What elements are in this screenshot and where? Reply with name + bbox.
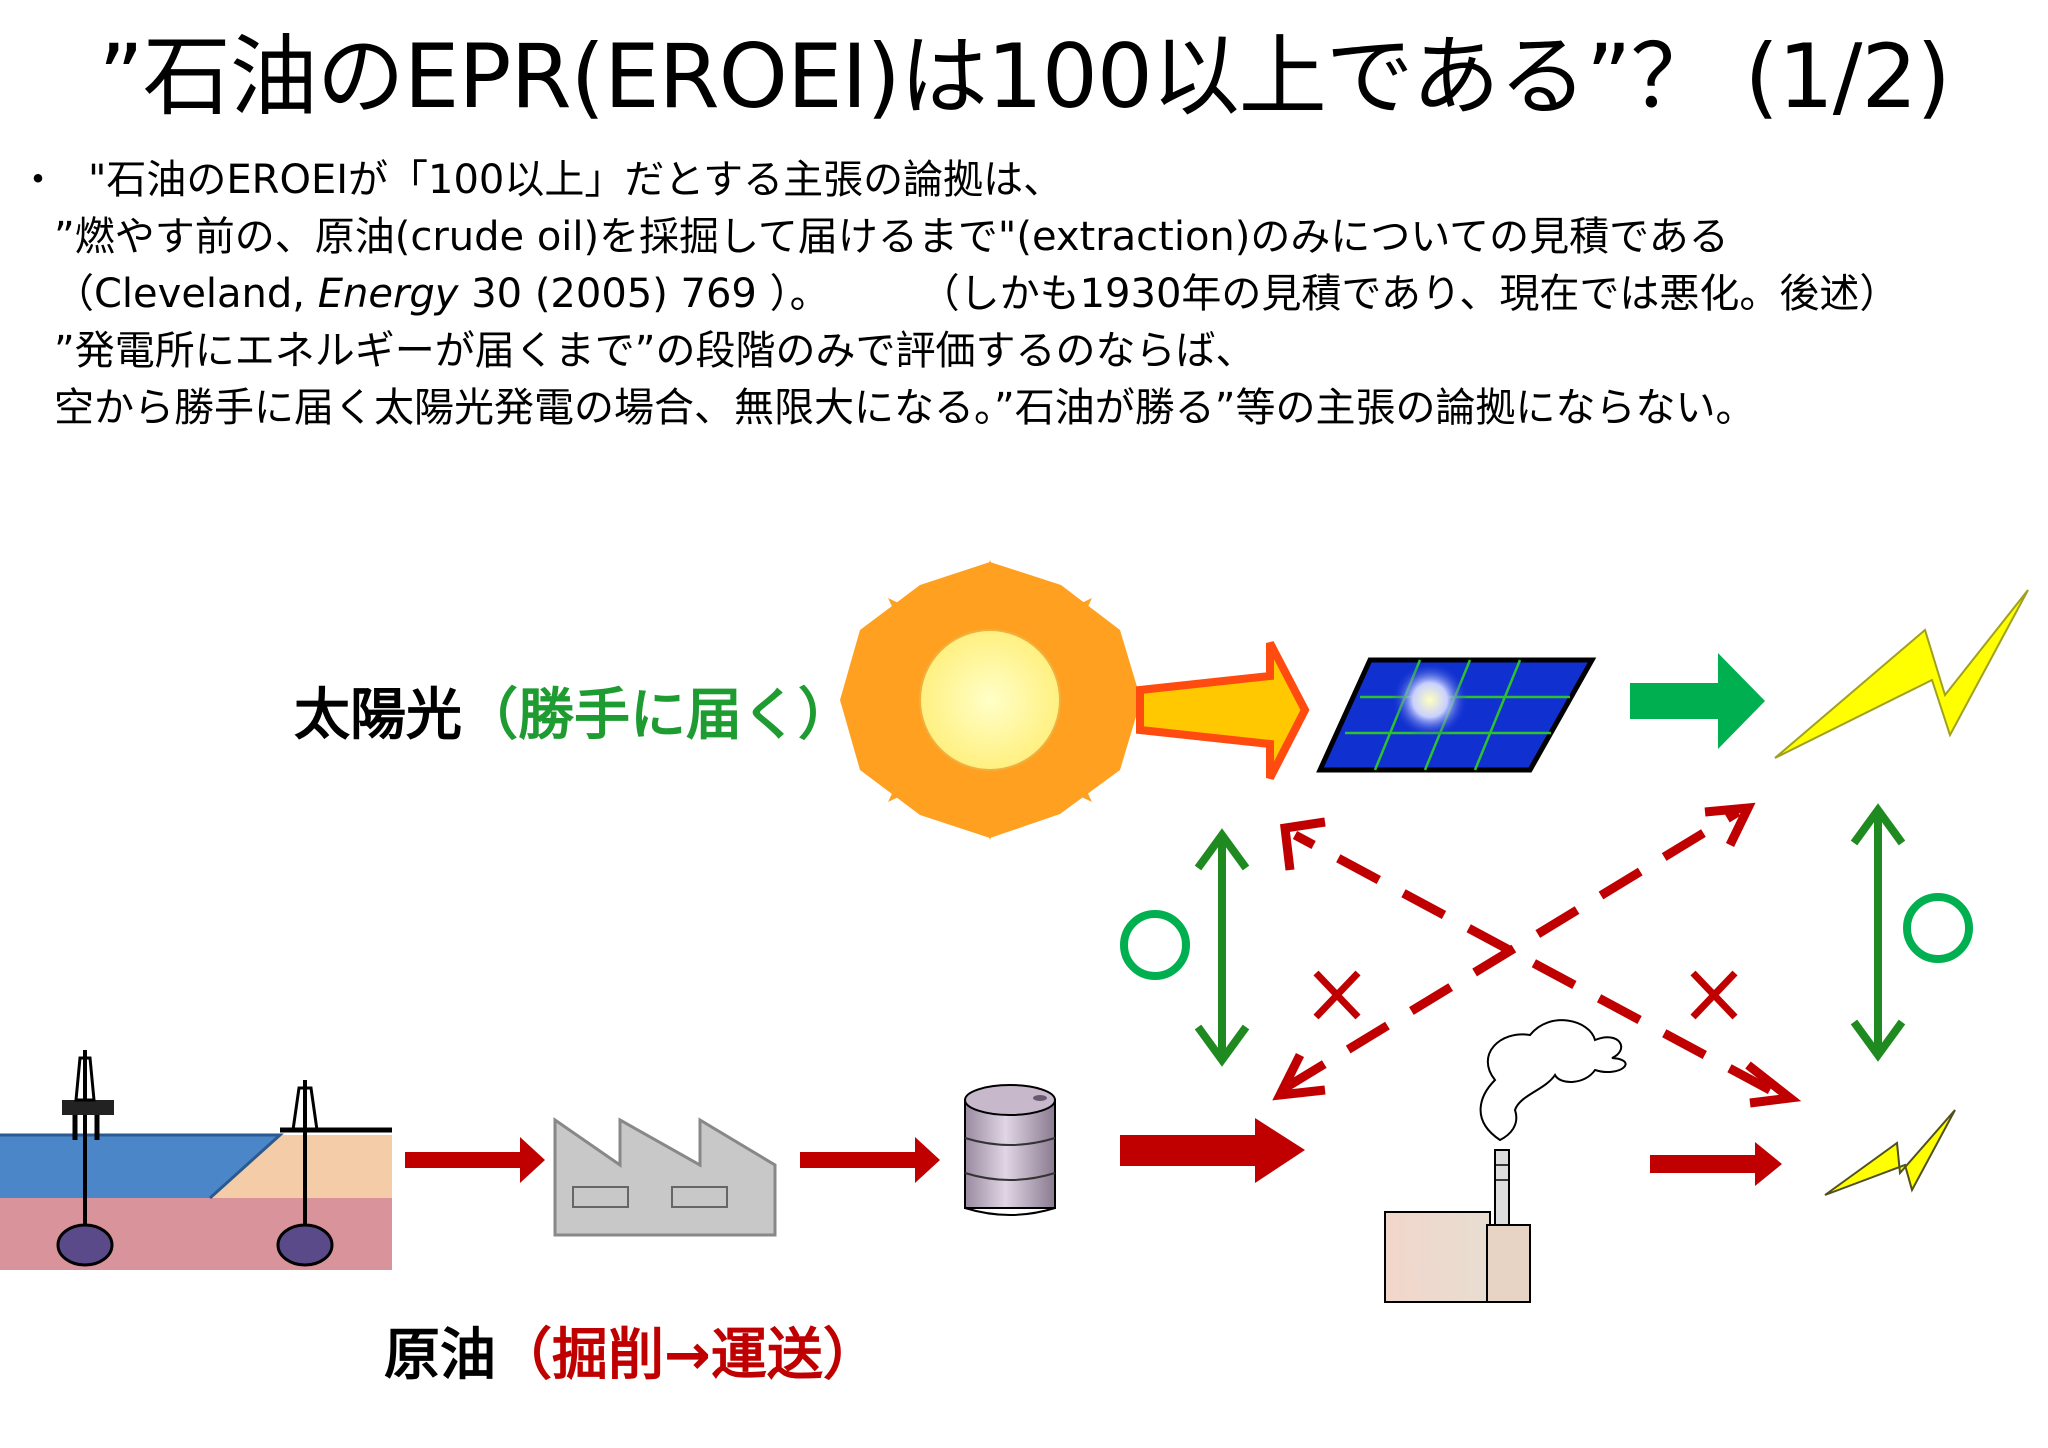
green-arrow-right (1630, 653, 1765, 749)
solar-label-sub: （勝手に届く） (462, 683, 854, 748)
body-line-3: （Cleveland, Energy 30 (2005) 769 ）。 （しかも1… (18, 266, 1899, 323)
body-line-4: ”発電所にエネルギーが届くまで”の段階のみで評価するのならば、 (54, 328, 1256, 374)
solar-label: 太陽光（勝手に届く） (294, 670, 854, 751)
oil-label-main: 原油 (384, 1323, 496, 1388)
oil-barrel-icon (964, 1084, 1056, 1216)
sun-icon (840, 560, 1141, 840)
body-line-1-text: "石油のEROEIが「100以上」だとする主張の論拠は、 (88, 157, 1064, 203)
body-line-1: ・ "石油のEROEIが「100以上」だとする主張の論拠は、 (18, 152, 1899, 209)
factory-icon (553, 1117, 777, 1237)
bullet: ・ (18, 157, 58, 203)
red-arrow-2 (800, 1137, 940, 1183)
solar-label-main: 太陽光 (294, 683, 462, 748)
citation-ref: 30 (2005) 769 ）。 (458, 271, 830, 317)
oil-field-icon (0, 1050, 392, 1270)
ng-arrow-oil-to-solar (1280, 817, 1802, 1108)
solar-panel-icon (1316, 657, 1597, 773)
ok-mark-right (1903, 893, 1973, 963)
red-arrow-4 (1650, 1142, 1782, 1186)
citation-open: （Cleveland, (54, 271, 318, 317)
body-text: ・ "石油のEROEIが「100以上」だとする主張の論拠は、 ”燃やす前の、原油(… (18, 152, 1899, 437)
red-arrow-3 (1120, 1118, 1305, 1183)
ng-mark-right (1690, 970, 1738, 1020)
body-line-2: ”燃やす前の、原油(crude oil)を採掘して届けるまで"(extracti… (54, 214, 1729, 260)
lightning-bolt-large-icon (1774, 589, 2029, 759)
power-plant-icon (1384, 1019, 1627, 1303)
oil-label-sub: （掘削→運送） (496, 1323, 879, 1388)
ng-mark-left (1313, 970, 1361, 1020)
lightning-bolt-small-icon (1824, 1109, 1956, 1196)
oil-label: 原油（掘削→運送） (384, 1310, 879, 1391)
page-title: ”石油のEPR(EROEI)は100以上である”？ (1/2) (98, 25, 1951, 128)
ng-arrow-solar-to-oil (1272, 802, 1756, 1101)
body-line-5: 空から勝手に届く太陽光発電の場合、無限大になる。”石油が勝る”等の主張の論拠にな… (54, 385, 1756, 431)
red-arrow-1 (405, 1137, 545, 1183)
citation-note: （しかも1930年の見積であり、現在では悪化。後述） (919, 271, 1900, 317)
sunlight-arrow (1136, 641, 1310, 780)
green-double-arrow-left (1194, 828, 1250, 1067)
green-double-arrow-right (1850, 803, 1906, 1062)
ok-mark-left (1120, 910, 1190, 980)
citation-journal: Energy (317, 271, 459, 317)
